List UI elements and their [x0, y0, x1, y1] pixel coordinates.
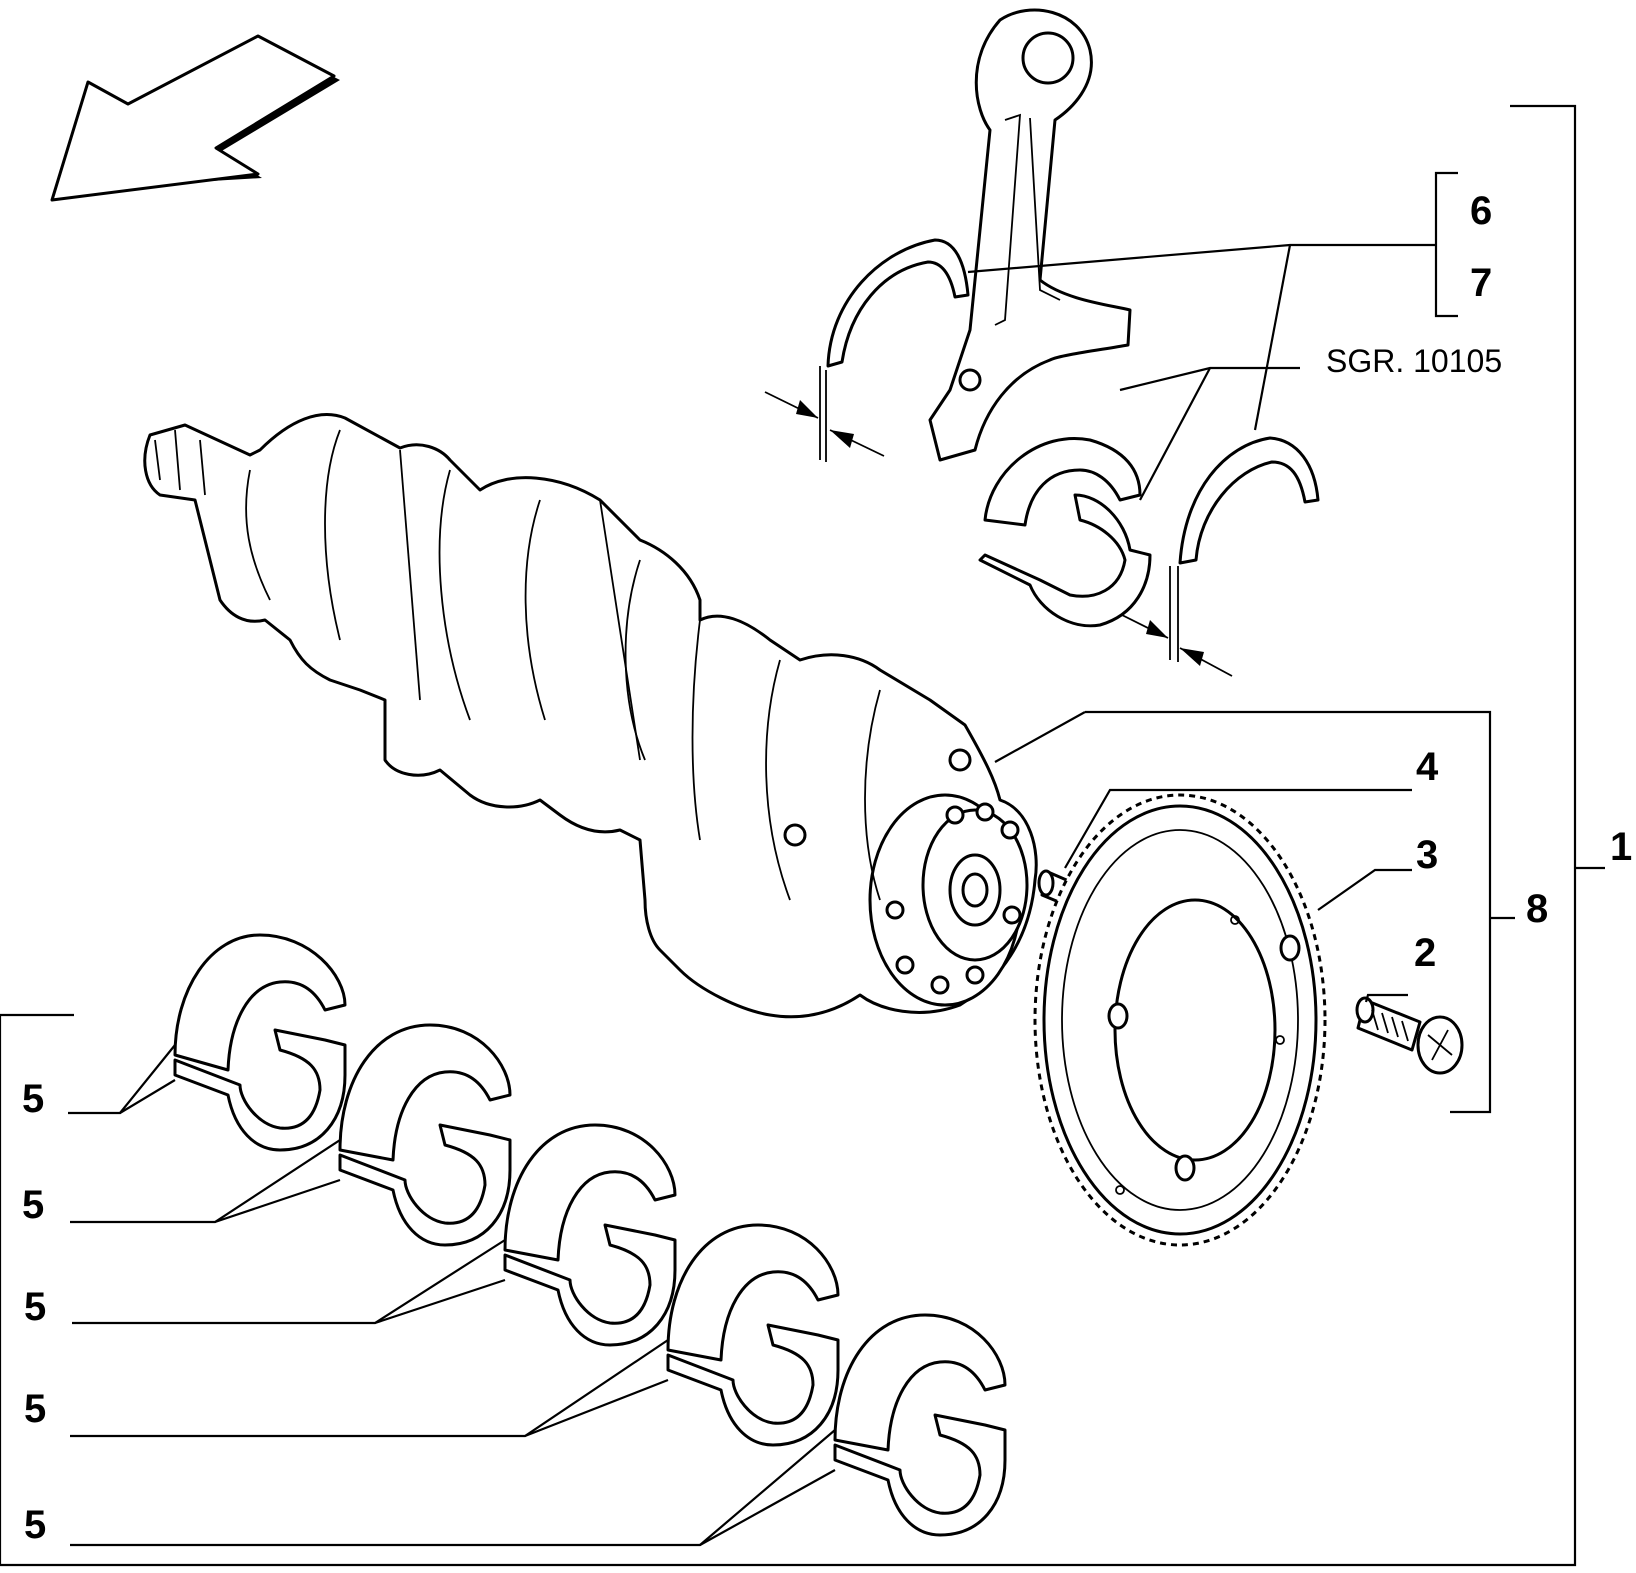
thrust-washer-lower-icon: [1169, 436, 1320, 662]
callout-7: 7: [1470, 261, 1492, 305]
main-bearing-shell-2-icon: [338, 1023, 512, 1247]
leader-lines: [0, 104, 1605, 1567]
callout-1: 1: [1610, 825, 1632, 869]
main-bearing-shell-3-icon: [503, 1123, 677, 1347]
callout-2: 2: [1414, 931, 1436, 975]
main-bearing-shell-5-icon: [833, 1313, 1007, 1537]
callout-4: 4: [1416, 745, 1439, 789]
thrust-washer-upper-icon: [819, 238, 970, 462]
callout-5: 5: [22, 1077, 44, 1121]
crankshaft-icon: [143, 413, 1038, 1019]
main-bearing-shell-1-icon: [173, 933, 347, 1152]
bolt-icon: [1355, 996, 1464, 1075]
callout-6: 6: [1470, 189, 1492, 233]
callout-5: 5: [24, 1387, 46, 1431]
connecting-rod-icon: [928, 8, 1132, 462]
reference-label: SGR. 10105: [1326, 343, 1502, 379]
main-bearing-shell-4-icon: [666, 1223, 840, 1447]
thickness-arrows: [764, 391, 1233, 677]
timing-gear-icon: [1033, 793, 1327, 1247]
direction-arrow-icon: [50, 34, 340, 202]
callout-5: 5: [24, 1503, 46, 1547]
callout-8: 8: [1526, 887, 1548, 931]
callout-5: 5: [22, 1183, 44, 1227]
rod-bearing-shell-icon: [978, 437, 1152, 628]
callout-5: 5: [24, 1285, 46, 1329]
callout-3: 3: [1416, 833, 1438, 877]
